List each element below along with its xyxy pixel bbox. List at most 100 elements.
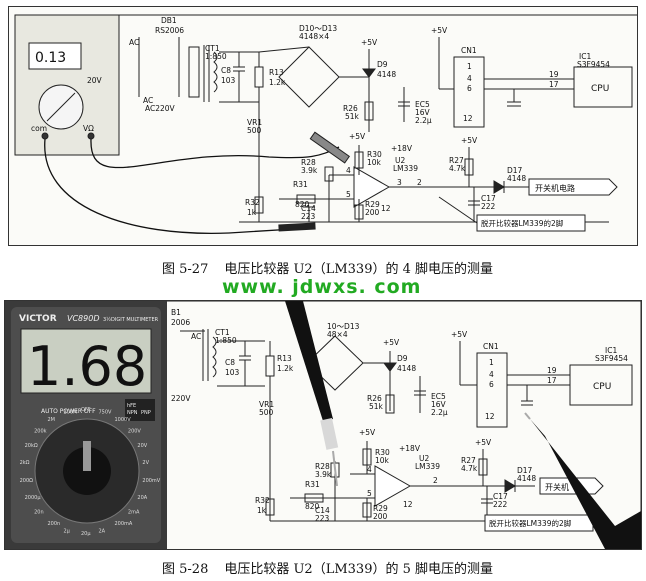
svg-text:R28: R28 (315, 462, 330, 471)
svg-text:6: 6 (467, 84, 472, 93)
svg-text:4: 4 (489, 370, 494, 379)
svg-text:3.9k: 3.9k (315, 470, 332, 479)
svg-text:R26: R26 (343, 104, 358, 113)
svg-text:223: 223 (315, 514, 330, 523)
svg-text:1:850: 1:850 (205, 52, 227, 61)
svg-text:com: com (31, 124, 47, 133)
svg-text:U2: U2 (419, 454, 429, 463)
svg-text:2.2μ: 2.2μ (415, 116, 432, 125)
svg-text:R32: R32 (255, 496, 270, 505)
dial-label: 200k (34, 428, 47, 434)
svg-text:4148: 4148 (517, 474, 536, 483)
svg-text:D10～D13: D10～D13 (299, 24, 337, 33)
svg-text:4148: 4148 (397, 364, 416, 373)
svg-text:6: 6 (489, 380, 494, 389)
svg-text:R29: R29 (373, 504, 388, 513)
svg-text:RS2006: RS2006 (155, 26, 184, 35)
meter-reading: 0.13 (35, 50, 66, 66)
switch-circuit-label-2: 开关机 (545, 482, 569, 492)
svg-text:2: 2 (417, 178, 422, 187)
figure-5-27: 0.13 20V com VΩ AC DB1 RS2006 CT1 1:850 … (8, 6, 646, 246)
svg-text:10～D13: 10～D13 (327, 322, 360, 331)
svg-text:51k: 51k (369, 402, 384, 411)
cn1-connector-2 (476, 352, 508, 428)
svg-text:R13: R13 (277, 354, 292, 363)
svg-text:223: 223 (301, 212, 316, 221)
dial-label: 2A (99, 529, 106, 535)
circuit-diagram-1: 0.13 20V com VΩ AC DB1 RS2006 CT1 1:850 … (14, 14, 646, 245)
dial-label: 2mA (128, 510, 140, 516)
svg-text:1k: 1k (257, 506, 267, 515)
svg-text:2.2μ: 2.2μ (431, 408, 448, 417)
svg-text:20V: 20V (87, 76, 103, 85)
dial-label: 20A (137, 495, 147, 501)
svg-text:+5V: +5V (461, 136, 478, 145)
svg-text:3: 3 (397, 178, 402, 187)
svg-text:+5V: +5V (475, 438, 492, 447)
svg-text:CT1: CT1 (215, 328, 230, 337)
svg-text:R26: R26 (367, 394, 382, 403)
svg-text:CT1: CT1 (205, 44, 220, 53)
note-text-2: 脱开比较器LM339的2脚 (489, 518, 571, 528)
svg-text:D9: D9 (397, 354, 408, 363)
svg-text:PNP: PNP (141, 410, 151, 416)
lcd-display (20, 328, 152, 394)
dial-label: 2μ (64, 529, 71, 535)
svg-text:B1: B1 (171, 308, 181, 317)
svg-text:NPN: NPN (127, 410, 138, 416)
svg-text:1:850: 1:850 (215, 336, 237, 345)
svg-text:R28: R28 (301, 158, 316, 167)
svg-text:U2: U2 (395, 156, 405, 165)
svg-text:CPU: CPU (593, 382, 611, 392)
meter-reading-2: 1.68 (27, 335, 147, 398)
svg-text:LM339: LM339 (393, 164, 418, 173)
svg-text:200: 200 (373, 512, 388, 521)
svg-text:AC: AC (129, 38, 139, 47)
svg-text:10k: 10k (367, 158, 382, 167)
svg-text:17: 17 (547, 376, 557, 385)
svg-text:200: 200 (365, 208, 380, 217)
cn1-connector (453, 56, 485, 128)
svg-text:220V: 220V (171, 394, 191, 403)
svg-text:+5V: +5V (431, 26, 448, 35)
svg-text:EC5: EC5 (431, 392, 446, 401)
svg-text:17: 17 (549, 80, 559, 89)
dial-label: 2V (142, 460, 149, 466)
svg-text:3½DIGIT MULTIMETER: 3½DIGIT MULTIMETER (103, 316, 159, 323)
watermark: www. jdwxs. com (222, 276, 422, 298)
svg-text:1.2k: 1.2k (269, 78, 286, 87)
svg-text:AUTO POWER OFF: AUTO POWER OFF (41, 408, 96, 415)
svg-text:hFE: hFE (127, 403, 136, 409)
multimeter-body (14, 14, 120, 156)
svg-text:820: 820 (305, 502, 320, 511)
svg-text:VR1: VR1 (247, 118, 262, 127)
svg-text:4148×4: 4148×4 (299, 32, 329, 41)
svg-text:222: 222 (493, 500, 508, 509)
svg-text:VC890D: VC890D (67, 314, 100, 323)
svg-text:48×4: 48×4 (327, 330, 348, 339)
svg-text:C17: C17 (493, 492, 508, 501)
svg-text:1: 1 (467, 62, 472, 71)
dial-label: 200M (64, 410, 78, 416)
svg-text:R32: R32 (245, 198, 260, 207)
svg-text:2006: 2006 (171, 318, 190, 327)
svg-text:R27: R27 (461, 456, 476, 465)
svg-text:DB1: DB1 (161, 16, 177, 25)
svg-text:CN1: CN1 (461, 46, 477, 55)
svg-text:3.9k: 3.9k (301, 166, 318, 175)
svg-text:51k: 51k (345, 112, 360, 121)
svg-text:19: 19 (549, 70, 559, 79)
svg-text:1k: 1k (247, 208, 257, 217)
dial-label: 200n (48, 521, 61, 527)
svg-text:103: 103 (225, 368, 240, 377)
svg-text:4.7k: 4.7k (449, 164, 466, 173)
dial-label: 1000V (115, 417, 132, 423)
svg-text:R13: R13 (269, 68, 284, 77)
svg-text:S3F9454: S3F9454 (577, 60, 610, 69)
svg-text:+5V: +5V (383, 338, 400, 347)
svg-text:12: 12 (463, 114, 473, 123)
red-probe (530, 419, 641, 549)
svg-text:222: 222 (481, 202, 496, 211)
svg-text:5: 5 (346, 190, 351, 199)
